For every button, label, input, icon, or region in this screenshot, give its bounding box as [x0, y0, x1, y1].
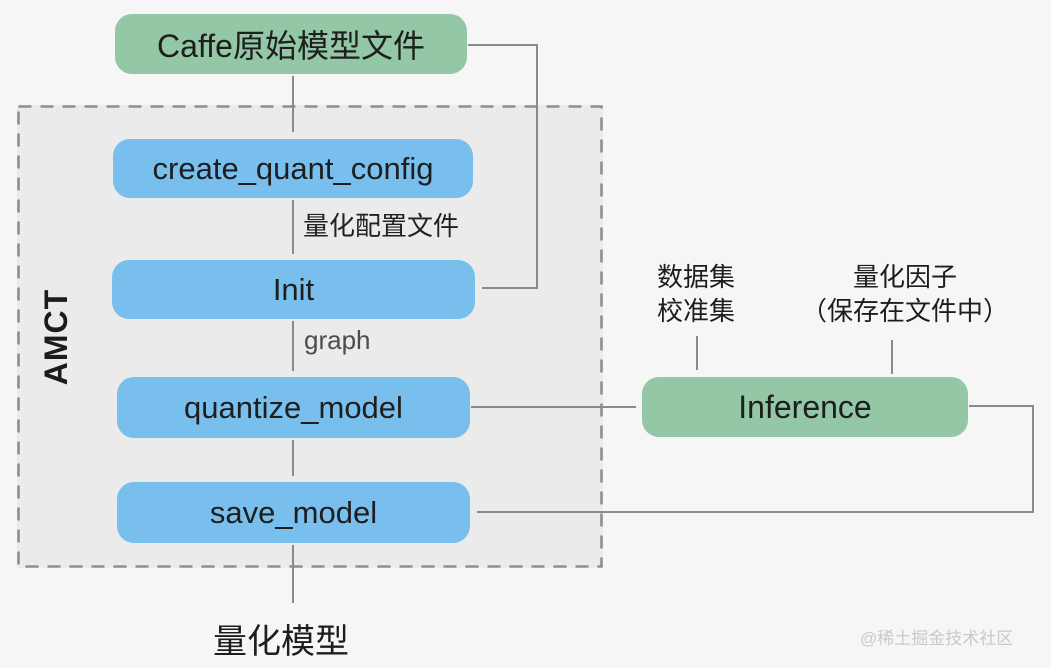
node-caffe-original-model: Caffe原始模型文件 — [115, 14, 467, 74]
edge-label-quant-config-file: 量化配置文件 — [303, 211, 460, 241]
node-inference: Inference — [642, 377, 968, 437]
annotation-dataset-calibration: 数据集 校准集 — [644, 260, 748, 328]
node-quantize-model: quantize_model — [117, 377, 470, 438]
node-create-quant-config: create_quant_config — [113, 139, 473, 198]
amct-group-label: AMCT — [38, 288, 74, 386]
annotation-quant-factor: 量化因子 （保存在文件中） — [772, 260, 1038, 328]
annotation-quant-factor-line2: （保存在文件中） — [800, 296, 1009, 326]
annotation-dataset-line1: 数据集 — [656, 262, 735, 292]
annotation-quant-factor-line1: 量化因子 — [852, 262, 957, 292]
label-quantized-model-output: 量化模型 — [213, 623, 349, 661]
watermark: @稀土掘金技术社区 — [860, 629, 1014, 648]
annotation-dataset-line2: 校准集 — [656, 296, 735, 326]
node-save-model: save_model — [117, 482, 470, 543]
edge-label-graph: graph — [304, 325, 371, 355]
node-init: Init — [112, 260, 475, 319]
